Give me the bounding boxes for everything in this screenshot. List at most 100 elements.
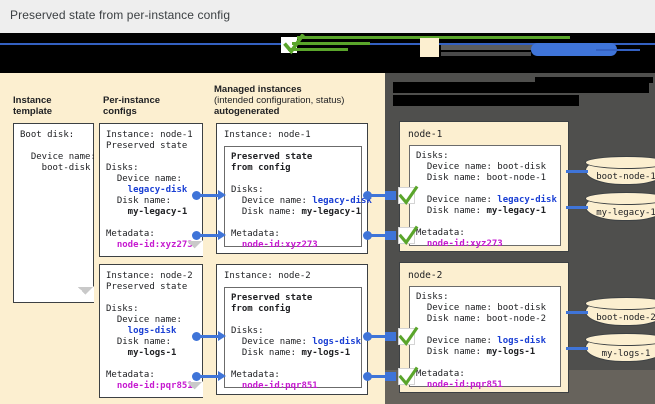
node2-boot-disk: Disk name: boot-node-2: [416, 314, 547, 324]
mi1-device-value: legacy-disk: [312, 196, 372, 206]
title-strip: Preserved state from per-instance config: [0, 0, 655, 33]
green-check-icon: [398, 225, 419, 245]
mi1-preserved-l2: from config: [231, 163, 291, 173]
disk-cylinder-my-logs-1: my-logs-1: [584, 332, 655, 362]
folded-corner-icon: [187, 381, 203, 398]
pic1-preserved: Preserved state: [106, 141, 188, 151]
connector-dot-mi1-disk: [363, 191, 372, 200]
cylinder-top-icon: [584, 296, 655, 310]
pic2-text: Instance: node-2 Preserved state Disks: …: [106, 271, 193, 392]
node2-extra-disk-label: Disk name:: [416, 347, 487, 357]
mi1-metadata-value: node-id:xyz273: [231, 240, 318, 250]
node-card-node-1: node-1 Disks: Device name: boot-disk Dis…: [399, 121, 569, 252]
legend-green-line-icon-2: [292, 42, 370, 45]
mi2-metadata-value: node-id:pqr851: [231, 381, 318, 391]
node-card-node-2: node-2 Disks: Device name: boot-disk Dis…: [399, 262, 569, 393]
mi2-disk-value: my-logs-1: [301, 348, 351, 358]
node1-boot-device: Device name: boot-disk: [416, 162, 547, 172]
legend-green-line-icon-3: [288, 48, 348, 51]
per-instance-config-card-node-2: Instance: node-2 Preserved state Disks: …: [99, 264, 203, 398]
legend-green-line-icon-4: [430, 36, 570, 39]
green-check-icon: [398, 366, 419, 386]
pic2-metadata-value: node-id:pqr851: [106, 381, 193, 391]
mi2-instance-line: Instance: node-2: [224, 271, 311, 281]
mi2-preserved-l1: Preserved state: [231, 293, 313, 303]
pic1-device-label: Device name:: [106, 174, 182, 184]
disk-label-boot-node-1: boot-node-1: [596, 172, 655, 182]
node1-extra-disk-value: my-legacy-1: [486, 206, 547, 216]
mi2-metadata-label: Metadata:: [231, 370, 280, 380]
node1-extra-device-value: legacy-disk: [497, 195, 557, 205]
pic1-metadata-label: Metadata:: [106, 229, 155, 239]
col-head-instance-template-l2: template: [13, 106, 53, 117]
legend-gray-text-bar: [441, 45, 581, 50]
pic1-text: Instance: node-1 Preserved state Disks: …: [106, 130, 193, 251]
node2-boot-device: Device name: boot-disk: [416, 303, 547, 313]
pic1-instance: Instance: node-1: [106, 130, 193, 140]
per-instance-config-card-node-1: Instance: node-1 Preserved state Disks: …: [99, 123, 203, 257]
connector-line-pic1-meta: [199, 234, 219, 237]
right-panel-heading-line1: [393, 82, 649, 93]
pic2-device-value: logs-disk: [106, 326, 177, 336]
node2-extra-device-value: logs-disk: [497, 336, 547, 346]
connector-square-mi2-disk: [385, 332, 396, 341]
connector-line-pic1-disk: [199, 194, 219, 197]
pic1-metadata-value: node-id:xyz273: [106, 240, 193, 250]
connector-line-mi1-meta: [370, 234, 386, 237]
node-2-inner: Disks: Device name: boot-disk Disk name:…: [409, 286, 561, 390]
connector-line-node2-bootdisk: [566, 311, 588, 314]
page-title: Preserved state from per-instance config: [10, 8, 231, 22]
node2-extra-disk-value: my-logs-1: [486, 347, 536, 357]
pic2-device-label: Device name:: [106, 315, 182, 325]
connector-arrow-pic2-meta: [218, 371, 226, 381]
pic1-disk-value: my-legacy-1: [106, 207, 188, 217]
node-2-name: node-2: [408, 270, 443, 281]
pic2-instance: Instance: node-2: [106, 271, 193, 281]
node-1-name: node-1: [408, 129, 443, 140]
disk-cylinder-boot-node-2: boot-node-2: [584, 296, 655, 326]
green-check-icon: [283, 34, 305, 55]
col-head-per-instance-configs-l2: configs: [103, 106, 137, 117]
managed-instance-inner-node-2: Preserved state from config Disks: Devic…: [224, 287, 362, 391]
node1-extra-device-label: Device name:: [416, 195, 498, 205]
instance-template-card: Boot disk: Device name: boot-disk: [13, 123, 96, 303]
mi1-preserved-l1: Preserved state: [231, 152, 313, 162]
disk-label-my-legacy-1: my-legacy-1: [596, 208, 655, 218]
pic2-disk-label: Disk name:: [106, 337, 172, 347]
blue-blob-icon: [531, 43, 617, 56]
right-panel-heading-tail: [535, 77, 653, 83]
pic1-disks-label: Disks:: [106, 163, 139, 173]
cylinder-top-icon: [584, 332, 655, 346]
col-head-managed-instances-l1: Managed instances: [214, 84, 302, 95]
node1-metadata-label: Metadata:: [416, 228, 465, 238]
mi1-text: Preserved state from config Disks: Devic…: [231, 152, 372, 251]
pic1-device-value: legacy-disk: [106, 185, 188, 195]
node1-extra-disk-label: Disk name:: [416, 206, 487, 216]
disk-label-my-logs-1: my-logs-1: [601, 349, 651, 359]
mi1-instance-line: Instance: node-1: [224, 130, 311, 140]
node1-text: Disks: Device name: boot-disk Disk name:…: [416, 151, 557, 250]
connector-arrow-pic1-disk: [218, 190, 226, 200]
connector-dot-pic1-disk: [192, 191, 201, 200]
connector-dot-pic1-meta: [192, 231, 201, 240]
connector-line-pic2-disk: [199, 335, 219, 338]
node-1-inner: Disks: Device name: boot-disk Disk name:…: [409, 145, 561, 249]
connector-line-mi2-meta: [370, 375, 386, 378]
folded-corner-icon: [78, 286, 94, 303]
cylinder-top-icon: [584, 155, 655, 169]
pic2-disk-value: my-logs-1: [106, 348, 177, 358]
node1-disks-label: Disks:: [416, 151, 449, 161]
node1-boot-disk: Disk name: boot-node-1: [416, 173, 547, 183]
right-panel-heading-line2: [393, 95, 579, 106]
instance-template-text: Boot disk: Device name: boot-disk: [20, 130, 96, 174]
col-head-instance-template: Instance template: [13, 95, 52, 117]
managed-instance-inner-node-1: Preserved state from config Disks: Devic…: [224, 146, 372, 250]
mi2-disks-label: Disks:: [231, 326, 264, 336]
connector-dot-pic2-disk: [192, 332, 201, 341]
node2-text: Disks: Device name: boot-disk Disk name:…: [416, 292, 546, 391]
diagram-canvas: Instance template Per-instance configs M…: [0, 73, 655, 404]
disk-label-boot-node-2: boot-node-2: [596, 313, 655, 323]
connector-square-mi1-disk: [385, 191, 396, 200]
legend-band: [0, 33, 655, 73]
mi2-device-label: Device name:: [231, 337, 313, 347]
